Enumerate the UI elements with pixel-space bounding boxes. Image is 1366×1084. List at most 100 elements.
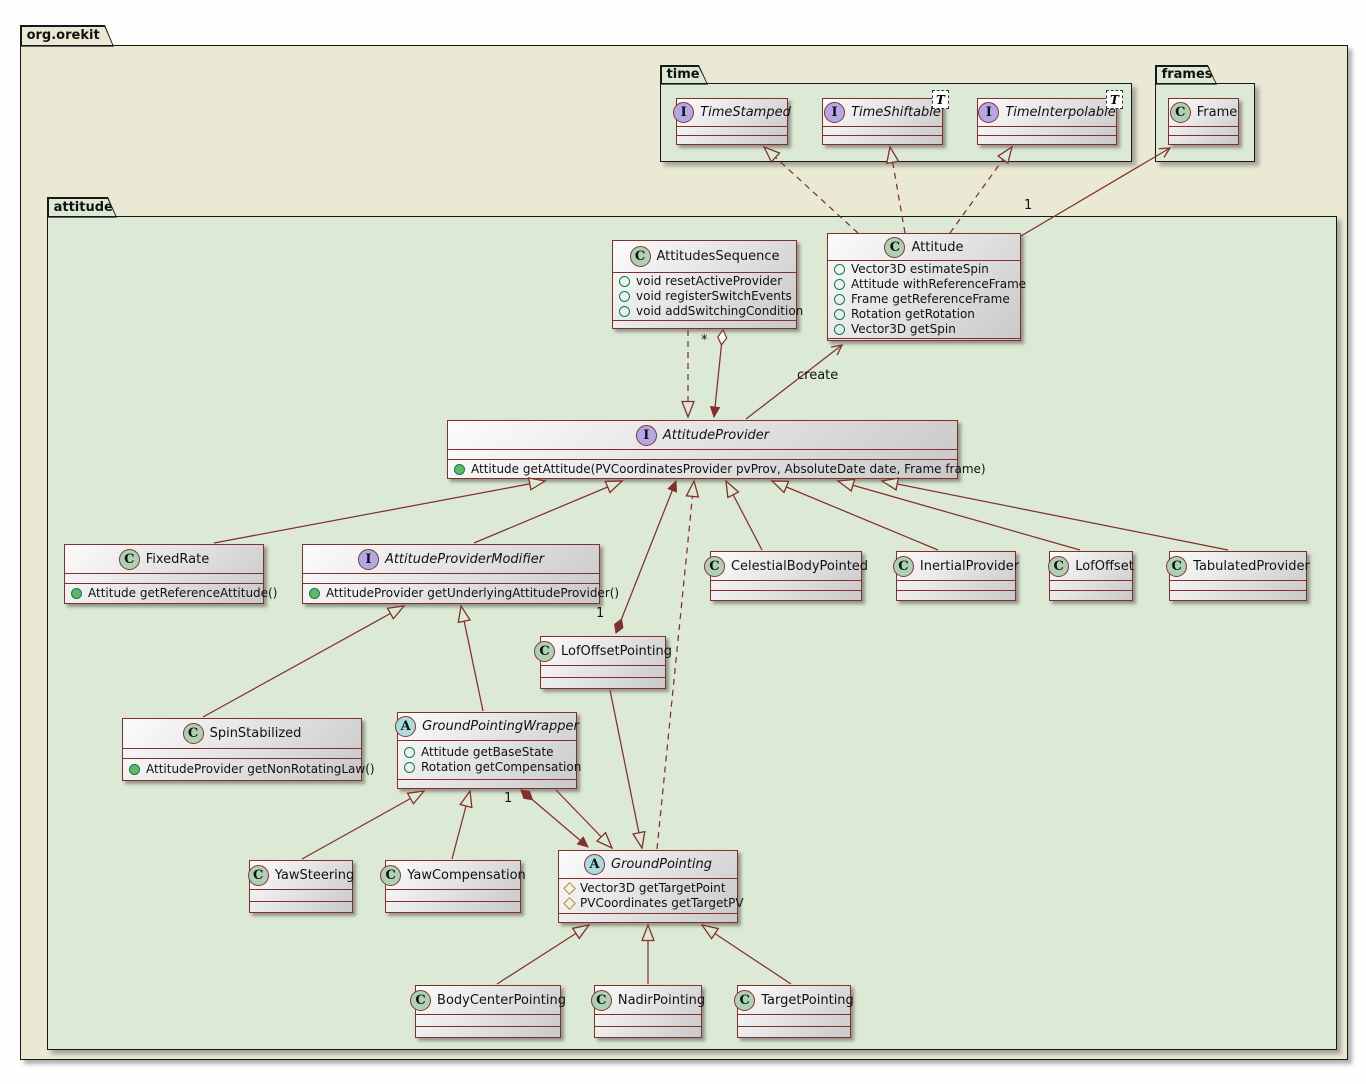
member: void resetActiveProvider: [619, 274, 790, 289]
public-method-icon: [129, 764, 140, 775]
member-text: void resetActiveProvider: [636, 274, 783, 288]
fields-compartment: [416, 1015, 560, 1026]
class-icon: C: [884, 236, 906, 258]
class-icon: C: [1169, 102, 1191, 123]
fields-compartment: [978, 127, 1116, 135]
public-method-icon: [454, 463, 465, 475]
member: Rotation getRotation: [834, 307, 1014, 322]
public-field-icon: [834, 309, 845, 320]
methods-compartment: [386, 900, 520, 913]
public-method-icon: [309, 588, 320, 599]
member-text: void registerSwitchEvents: [636, 289, 792, 303]
public-field-icon: [834, 324, 845, 335]
interface-icon: I: [824, 102, 846, 123]
methods-compartment: [711, 590, 861, 600]
fields-compartment: [65, 574, 263, 583]
class-icon: C: [410, 989, 432, 1011]
methods-compartment: Attitude getReferenceAttitude(): [65, 583, 277, 603]
class-icon: C: [182, 723, 204, 744]
fields-compartment: [897, 581, 1015, 590]
class-name: AttitudesSequence: [656, 249, 780, 264]
member-text: void addSwitchingCondition: [636, 304, 804, 318]
edge-label-groundpointingwrapper-multiplicity: 1: [504, 791, 513, 806]
class-celestialbodypointed: C CelestialBodyPointed: [703, 551, 868, 601]
member: void addSwitchingCondition: [619, 304, 803, 319]
methods-compartment: [541, 676, 665, 689]
member: Frame getReferenceFrame: [834, 292, 1014, 307]
member: Vector3D estimateSpin: [834, 262, 1014, 277]
class-attitude: C Attitude Vector3D estimateSpin Attitude…: [827, 233, 1026, 341]
member-text: AttitudeProvider getNonRotatingLaw(): [146, 762, 375, 776]
methods-compartment: [1050, 590, 1132, 600]
member-text: Attitude withReferenceFrame: [851, 277, 1027, 291]
fields-compartment: Attitude getBaseState Rotation getCompen…: [398, 741, 581, 779]
class-name: InertialProvider: [919, 558, 1020, 574]
class-name: YawCompensation: [407, 867, 526, 883]
fields-compartment: [541, 666, 665, 677]
methods-compartment: AttitudeProvider getUnderlyingAttitudePr…: [303, 583, 619, 603]
package-time-tab: time: [660, 65, 708, 85]
public-field-icon: [834, 264, 845, 275]
class-name: SpinStabilized: [209, 726, 302, 741]
member-text: PVCoordinates getTargetPV: [580, 896, 744, 910]
class-icon: C: [118, 548, 140, 570]
fields-compartment: [448, 450, 957, 459]
class-icon: C: [734, 989, 756, 1011]
class-name: YawSteering: [274, 867, 355, 883]
fields-compartment: [677, 127, 787, 135]
class-name: Attitude: [911, 239, 964, 255]
interface-icon: I: [635, 424, 657, 446]
fields-compartment: [1170, 581, 1306, 590]
member: PVCoordinates getTargetPV: [563, 896, 744, 911]
package-org-orekit-tab: org.orekit: [20, 25, 114, 47]
member: Attitude getBaseState: [404, 745, 570, 760]
fields-compartment: [303, 574, 599, 583]
member-text: Rotation getCompensation: [421, 760, 582, 774]
class-name: GroundPointingWrapper: [422, 719, 579, 734]
class-name: BodyCenterPointing: [437, 992, 566, 1008]
methods-compartment: [738, 1025, 850, 1038]
member: Rotation getCompensation: [404, 760, 581, 775]
member: Attitude getReferenceAttitude(): [71, 586, 277, 601]
package-attitude-tab: attitude: [47, 197, 117, 218]
generic-type-parameter: T: [1106, 90, 1123, 109]
methods-compartment: [398, 779, 576, 788]
package-attitude: [47, 216, 1337, 1050]
member-text: Vector3D getTargetPoint: [580, 881, 726, 895]
class-targetpointing: C TargetPointing: [734, 985, 854, 1038]
class-icon: C: [703, 555, 725, 577]
methods-compartment: [897, 590, 1015, 600]
class-name: TargetPointing: [761, 992, 854, 1008]
edge-label-attitudessequence-multiplicity: *: [701, 333, 708, 348]
methods-compartment: [1170, 590, 1306, 600]
methods-compartment: [559, 913, 737, 922]
fields-compartment: [1050, 581, 1132, 590]
member: Attitude withReferenceFrame: [834, 277, 1026, 292]
member-text: Attitude getBaseState: [421, 745, 554, 759]
class-bodycenterpointing: C BodyCenterPointing: [410, 985, 566, 1038]
public-field-icon: [404, 747, 415, 758]
class-icon: C: [1166, 555, 1188, 577]
class-icon: C: [534, 640, 556, 662]
public-field-icon: [834, 294, 845, 305]
fields-compartment: void resetActiveProvider void registerSw…: [613, 273, 803, 320]
methods-compartment: [250, 900, 352, 913]
protected-field-icon: [563, 897, 576, 910]
methods-compartment: [828, 338, 1020, 347]
class-name: CelestialBodyPointed: [730, 558, 869, 574]
fields-compartment: [1169, 127, 1238, 135]
member: Attitude getAttitude(PVCoordinatesProvid…: [454, 462, 986, 477]
class-icon: C: [380, 864, 402, 886]
fields-compartment: [711, 581, 861, 590]
